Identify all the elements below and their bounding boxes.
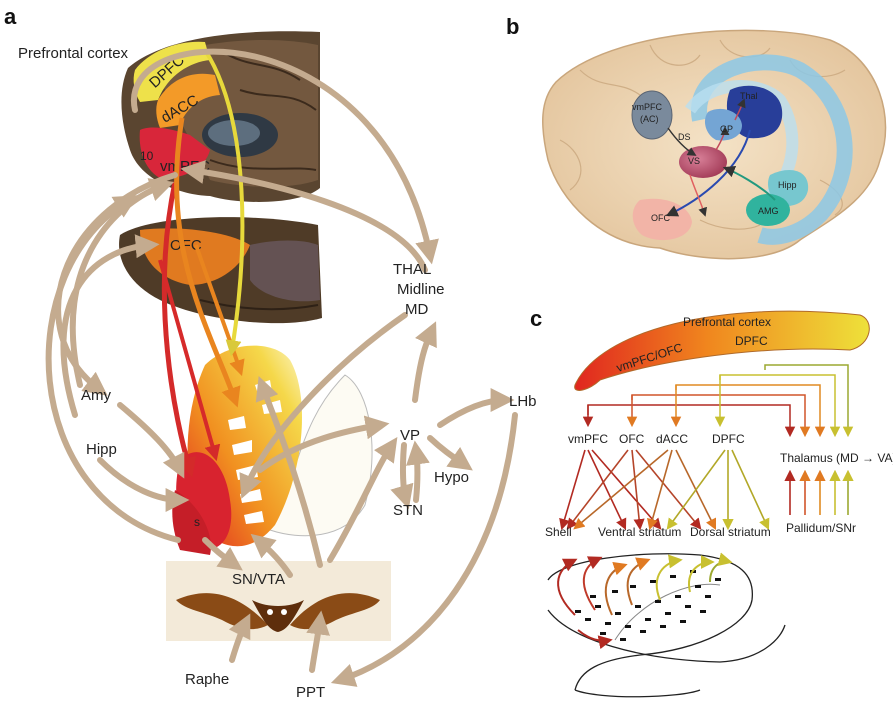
label-amy: Amy	[81, 387, 112, 404]
label-b-gp: GP	[720, 124, 733, 134]
label-c-source-dpfc: DPFC	[712, 432, 745, 446]
label-b-hipp: Hipp	[778, 180, 797, 190]
label-ppt: PPT	[296, 684, 325, 701]
c-cross-projections	[562, 450, 768, 528]
label-b-amg: AMG	[758, 206, 779, 216]
vs-shape	[679, 146, 727, 178]
label-hipp: Hipp	[86, 441, 117, 458]
arrow-vp-to-hypo	[430, 438, 465, 465]
label-s: s	[194, 515, 200, 529]
panel-a: a Prefrontal cortex DPFC dACC 10 vmPFC	[4, 4, 537, 701]
label-thal: THAL	[393, 261, 431, 278]
label-midline: Midline	[397, 281, 445, 298]
label-c-target-shell: Shell	[545, 525, 572, 539]
label-sn-vta: SN/VTA	[232, 571, 285, 588]
label-10: 10	[140, 149, 154, 163]
brain-outline	[543, 30, 886, 258]
label-b-vs: VS	[688, 156, 700, 166]
panel-c: c Prefrontal cortex vmPFC/OFC DPFC vmPFC…	[530, 306, 893, 697]
label-c-target-dorsal-striatum: Dorsal striatum	[690, 525, 771, 539]
label-c-source-ofc: OFC	[619, 432, 645, 446]
label-raphe: Raphe	[185, 671, 229, 688]
label-c-source-dacc: dACC	[656, 432, 688, 446]
arrow-vp-to-thal	[415, 330, 432, 400]
panel-c-letter: c	[530, 306, 542, 331]
label-vp: VP	[400, 427, 420, 444]
cortex-ventral-view	[119, 217, 322, 323]
label-md: MD	[405, 301, 428, 318]
label-c-target-ventral-striatum: Ventral striatum	[598, 525, 681, 539]
label-b-vmpfc: vmPFC	[632, 102, 662, 112]
arrow-vp-to-lhb	[440, 400, 505, 425]
striatum	[172, 346, 372, 555]
label-c-prefrontal-cortex: Prefrontal cortex	[683, 315, 771, 329]
label-c-pallidum: Pallidum/SNr	[786, 521, 856, 535]
panel-b: b vmPFC	[506, 14, 886, 259]
panel-a-letter: a	[4, 4, 17, 29]
label-hypo: Hypo	[434, 469, 469, 486]
panel-b-letter: b	[506, 14, 519, 39]
label-b-ac: (AC)	[640, 114, 659, 124]
label-prefrontal-cortex: Prefrontal cortex	[18, 45, 129, 62]
c-pallidum-arrows	[790, 472, 848, 515]
label-b-ofc: OFC	[651, 213, 670, 223]
c-striatum-schematic	[548, 554, 785, 697]
label-stn: STN	[393, 502, 423, 519]
label-c-thalamus: Thalamus (MD → VA)	[780, 451, 893, 465]
label-lhb: LHb	[509, 393, 537, 410]
arrow-amy-to-shell	[120, 405, 180, 470]
arrow-hipp-to-shell	[100, 460, 180, 500]
arrow-vp-to-stn	[403, 445, 406, 500]
arrow-stn-to-vp	[416, 450, 418, 500]
c-top-connectors	[588, 365, 848, 435]
label-c-dpfc-top: DPFC	[735, 334, 768, 348]
label-b-ds: DS	[678, 132, 691, 142]
label-b-thal: Thal	[740, 91, 758, 101]
label-c-source-vmpfc: vmPFC	[568, 432, 608, 446]
